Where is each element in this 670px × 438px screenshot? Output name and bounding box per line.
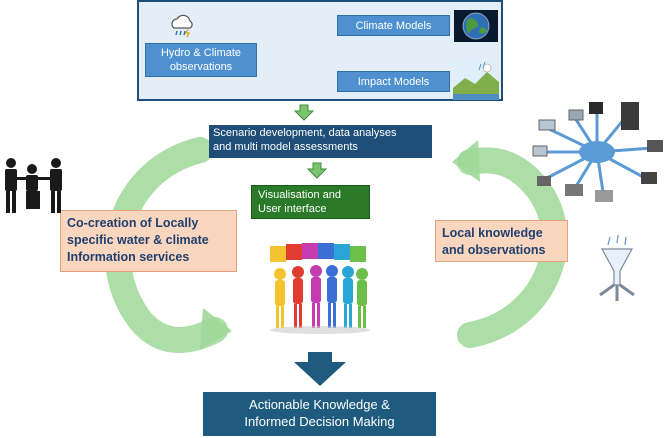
earth-globe-icon bbox=[454, 10, 498, 42]
down-arrow-2 bbox=[306, 162, 328, 179]
cocreation-line-2: specific water & climate bbox=[67, 233, 209, 247]
local-knowledge-box: Local knowledge and observations bbox=[435, 220, 568, 262]
local-line-2: and observations bbox=[442, 243, 546, 257]
cocreation-box: Co-creation of Locally specific water & … bbox=[60, 210, 237, 272]
big-down-arrow bbox=[294, 352, 346, 386]
left-cycle-arrowhead bbox=[200, 308, 232, 350]
puzzle-people-icon bbox=[270, 243, 370, 334]
final-line-1: Actionable Knowledge & bbox=[249, 397, 390, 412]
down-arrow-1 bbox=[293, 104, 315, 121]
hydro-obs-label: Hydro & Climate observations bbox=[160, 47, 242, 73]
people-meeting-icon bbox=[5, 158, 62, 213]
rain-gauge-icon bbox=[599, 235, 635, 301]
visualisation-line-1: Visualisation and bbox=[258, 189, 341, 201]
right-cycle-arrow bbox=[457, 147, 568, 348]
scenario-line-2: and multi model assessments bbox=[213, 141, 358, 153]
final-line-2: Informed Decision Making bbox=[244, 414, 395, 429]
right-cycle-arrowhead bbox=[452, 140, 480, 182]
left-cycle-arrow bbox=[104, 137, 228, 353]
visualisation-box: Visualisation and User interface bbox=[251, 185, 370, 219]
hydro-obs-box: Hydro & Climate observations bbox=[145, 43, 257, 77]
cocreation-line-3: Information services bbox=[67, 250, 190, 264]
landscape-icon bbox=[453, 60, 499, 100]
local-line-1: Local knowledge bbox=[442, 226, 543, 240]
visualisation-line-2: User interface bbox=[258, 203, 327, 215]
climate-models-label: Climate Models bbox=[355, 19, 432, 32]
rain-cloud-icon bbox=[171, 14, 193, 38]
climate-models-box: Climate Models bbox=[337, 15, 450, 36]
scenario-line-1: Scenario development, data analyses bbox=[213, 127, 397, 139]
network-devices-icon bbox=[532, 102, 663, 202]
impact-models-label: Impact Models bbox=[357, 75, 430, 88]
scenario-box: Scenario development, data analyses and … bbox=[209, 125, 432, 158]
final-box: Actionable Knowledge & Informed Decision… bbox=[203, 392, 436, 436]
impact-models-box: Impact Models bbox=[337, 71, 450, 92]
cocreation-line-1: Co-creation of Locally bbox=[67, 216, 199, 230]
